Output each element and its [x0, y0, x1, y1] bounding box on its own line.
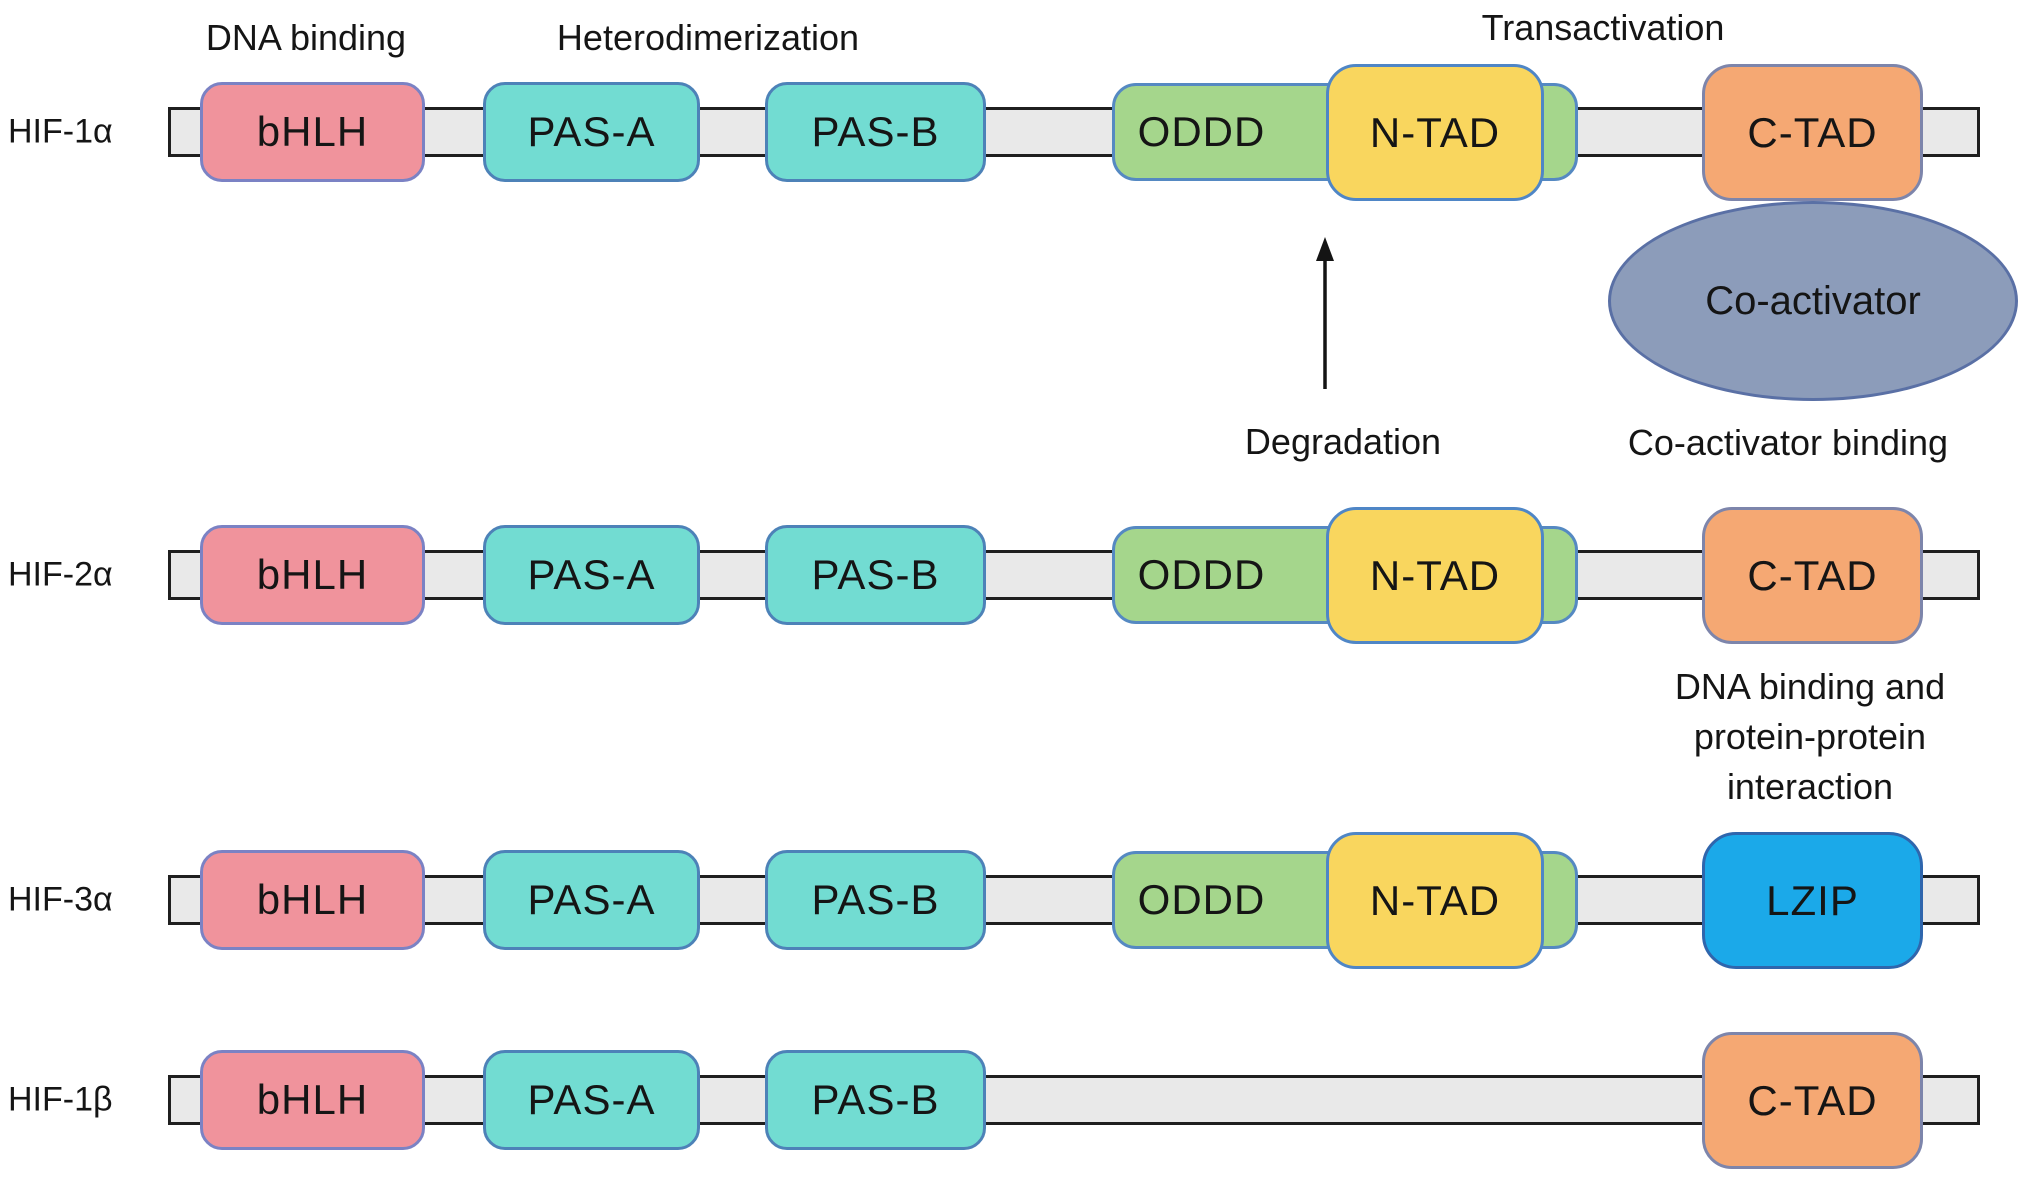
protein-row-hif-2-alpha: HIF-2α bHLH PAS-A PAS-B ODDD N-TAD C-TAD [0, 495, 2032, 655]
domain-lzip: LZIP [1702, 832, 1923, 969]
domain-pas-b: PAS-B [765, 1050, 986, 1150]
domain-bhlh: bHLH [200, 1050, 425, 1150]
domain-n-tad: N-TAD [1326, 64, 1544, 201]
protein-backbone [168, 550, 1980, 600]
domain-c-tad: C-TAD [1702, 1032, 1923, 1169]
label-coactivator-binding: Co-activator binding [1627, 422, 1949, 463]
domain-pas-b: PAS-B [765, 850, 986, 950]
coactivator-ellipse: Co-activator [1608, 201, 2018, 401]
row-label-hif-1-beta: HIF-1β [8, 1080, 113, 1119]
domain-oddd-label: ODDD [1137, 551, 1266, 598]
domain-bhlh: bHLH [200, 850, 425, 950]
protein-backbone [168, 875, 1980, 925]
label-heterodimerization: Heterodimerization [556, 17, 860, 58]
domain-pas-b: PAS-B [765, 525, 986, 625]
protein-backbone [168, 107, 1980, 157]
protein-row-hif-1-beta: HIF-1β bHLH PAS-A PAS-B C-TAD [0, 1020, 2032, 1180]
domain-pas-a: PAS-A [483, 525, 700, 625]
domain-oddd-label: ODDD [1137, 108, 1266, 155]
row-label-hif-3-alpha: HIF-3α [8, 880, 113, 919]
protein-row-hif-3-alpha: HIF-3α bHLH PAS-A PAS-B ODDD N-TAD LZIP [0, 820, 2032, 980]
lzip-note-line-3: interaction [1726, 766, 1894, 807]
coactivator-label: Co-activator [1705, 278, 1921, 323]
domain-oddd-label: ODDD [1137, 876, 1266, 923]
row-label-hif-1-alpha: HIF-1α [8, 112, 113, 151]
domain-pas-b: PAS-B [765, 82, 986, 182]
label-lzip-function: DNA binding and protein-protein interact… [1610, 662, 2010, 812]
degradation-arrow-icon [1316, 237, 1334, 389]
lzip-note-line-1: DNA binding and [1674, 666, 1946, 707]
domain-pas-a: PAS-A [483, 1050, 700, 1150]
protein-row-hif-1-alpha: HIF-1α bHLH PAS-A PAS-B ODDD N-TAD C-TAD [0, 52, 2032, 212]
domain-c-tad: C-TAD [1702, 507, 1923, 644]
label-degradation: Degradation [1244, 421, 1442, 462]
domain-bhlh: bHLH [200, 82, 425, 182]
protein-backbone [168, 1075, 1980, 1125]
lzip-note-line-2: protein-protein [1693, 716, 1927, 757]
row-label-hif-2-alpha: HIF-2α [8, 555, 113, 594]
domain-pas-a: PAS-A [483, 82, 700, 182]
label-dna-binding: DNA binding [205, 17, 407, 58]
label-transactivation: Transactivation [1481, 7, 1725, 48]
domain-c-tad: C-TAD [1702, 64, 1923, 201]
domain-bhlh: bHLH [200, 525, 425, 625]
domain-n-tad: N-TAD [1326, 832, 1544, 969]
domain-pas-a: PAS-A [483, 850, 700, 950]
domain-n-tad: N-TAD [1326, 507, 1544, 644]
